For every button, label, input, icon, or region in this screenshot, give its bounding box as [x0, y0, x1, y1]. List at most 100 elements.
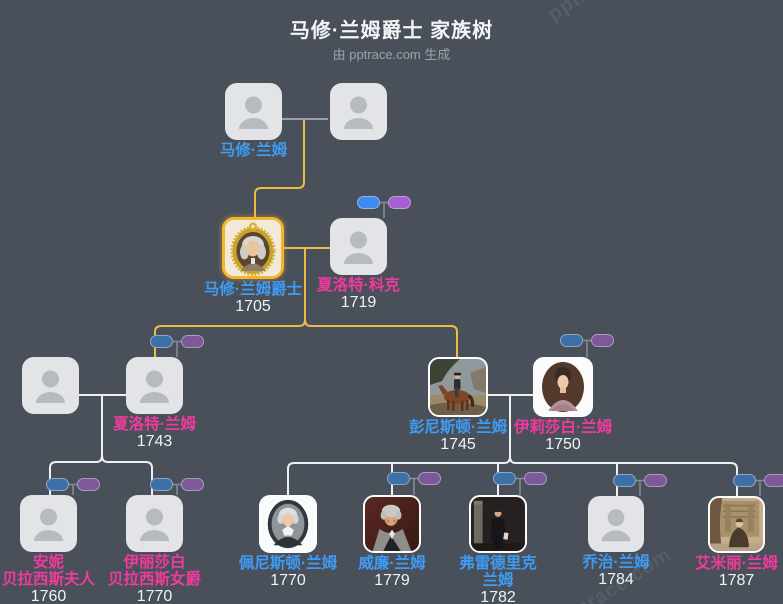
person-node-peniston-sr[interactable]: 彭尼斯顿·兰姆 1745 [409, 357, 507, 453]
descent-line-to-emily [509, 395, 738, 496]
person-silhouette-icon [140, 370, 169, 403]
portrait-sepia-photograph [710, 498, 763, 551]
person-silhouette-icon [36, 370, 65, 403]
mini-couple-toggle-male[interactable] [613, 474, 636, 487]
birth-year: 1782 [480, 589, 516, 604]
portrait-peniston-jr[interactable] [259, 495, 317, 553]
pill-stem-charlotte-coke [380, 201, 388, 218]
mini-couple-toggle-male[interactable] [150, 335, 173, 348]
person-node-peniston-jr[interactable]: 佩尼斯顿·兰姆 1770 [239, 495, 337, 589]
birth-year: 1770 [270, 572, 306, 589]
person-name: 安妮 [32, 554, 65, 571]
page-subtitle: 由 pptrace.com 生成 [332, 47, 451, 62]
avatar-placeholder[interactable] [22, 357, 79, 414]
mini-couple-toggle-male[interactable] [493, 472, 516, 485]
birth-year: 1745 [440, 436, 476, 453]
portrait-frederick[interactable] [469, 495, 527, 553]
person-title: 贝拉西斯女爵 [107, 571, 202, 588]
portrait-miniature-painting [261, 497, 315, 551]
person-name-line2: 兰姆 [482, 572, 514, 589]
person-silhouette-icon [344, 96, 373, 129]
mini-couple-toggle-female[interactable] [524, 472, 547, 485]
person-name: 威廉·兰姆 [358, 555, 426, 572]
birth-year: 1719 [340, 294, 377, 311]
person-name: 马修·兰姆 [219, 142, 288, 159]
pill-stem-charlotte-lamb [173, 340, 181, 357]
pill-stem-anne [69, 483, 77, 495]
person-name: 佩尼斯顿·兰姆 [238, 555, 338, 572]
pill-stem-frederick [516, 477, 524, 495]
mini-couple-toggle-male[interactable] [387, 472, 410, 485]
mini-couple-toggle-male[interactable] [46, 478, 69, 491]
mini-couple-toggle-female[interactable] [181, 335, 204, 348]
person-name: 夏洛特·兰姆 [113, 416, 196, 433]
mini-couple-toggle-female[interactable] [418, 472, 441, 485]
person-node-emily[interactable]: 艾米丽·兰姆 1787 [695, 496, 778, 589]
portrait-william[interactable] [363, 495, 421, 553]
descent-line-to-matthew-sr [254, 120, 305, 217]
person-name: 马修·兰姆爵士 [203, 281, 303, 298]
portrait-painting-framed [225, 220, 281, 276]
mini-couple-toggle-male[interactable] [357, 196, 380, 209]
person-name: 弗雷德里克 [459, 555, 537, 572]
mini-couple-toggle-female[interactable] [77, 478, 100, 491]
person-node-charlotte-coke[interactable]: 夏洛特·科克 1719 [317, 218, 400, 311]
portrait-peniston-sr[interactable] [428, 357, 488, 417]
birth-year: 1743 [136, 433, 173, 450]
pill-stem-elizabeth-belasyse [173, 483, 181, 495]
person-node-frederick[interactable]: 弗雷德里克 兰姆 1782 [459, 495, 537, 604]
person-name: 伊莉莎白·兰姆 [513, 419, 613, 436]
portrait-emily[interactable] [708, 496, 765, 553]
birth-year: 1705 [235, 298, 271, 315]
person-silhouette-icon [34, 508, 63, 541]
person-node-charlotte-lamb[interactable]: 夏洛特·兰姆 1743 [113, 357, 196, 450]
mini-couple-toggle-female[interactable] [644, 474, 667, 487]
avatar-placeholder[interactable] [225, 83, 282, 140]
person-name: 艾米丽·兰姆 [695, 555, 778, 572]
person-node-grandfather[interactable]: 马修·兰姆 [220, 83, 287, 159]
person-silhouette-icon [140, 508, 169, 541]
portrait-oval-painting [535, 359, 591, 415]
birth-year: 1770 [136, 588, 173, 604]
person-node-anne[interactable]: 安妮 贝拉西斯夫人 1760 [2, 495, 95, 604]
avatar-placeholder[interactable] [126, 495, 183, 552]
mini-couple-toggle-male[interactable] [733, 474, 756, 487]
avatar-placeholder[interactable] [588, 496, 644, 552]
person-silhouette-icon [344, 231, 373, 264]
avatar-placeholder[interactable] [126, 357, 183, 414]
mini-couple-toggle-male[interactable] [150, 478, 173, 491]
avatar-placeholder[interactable] [330, 83, 387, 140]
person-node-george[interactable]: 乔治·兰姆 1784 [582, 496, 650, 588]
birth-year: 1784 [598, 571, 634, 588]
portrait-bust-painting [365, 497, 419, 551]
person-title: 贝拉西斯夫人 [1, 571, 96, 588]
birth-year: 1750 [545, 436, 581, 453]
person-node-matthew-sr[interactable]: 马修·兰姆爵士 1705 [204, 217, 302, 315]
avatar-placeholder[interactable] [20, 495, 77, 552]
person-name: 乔治·兰姆 [582, 554, 650, 571]
person-node-elizabeth-lamb[interactable]: 伊莉莎白·兰姆 1750 [514, 357, 612, 453]
mini-couple-toggle-male[interactable] [560, 334, 583, 347]
person-node-william[interactable]: 威廉·兰姆 1779 [358, 495, 426, 589]
pill-stem-george [636, 479, 644, 496]
mini-couple-toggle-female[interactable] [388, 196, 411, 209]
person-node-grandmother[interactable] [330, 83, 387, 140]
mini-couple-toggle-female[interactable] [591, 334, 614, 347]
person-node-elizabeth-belasyse[interactable]: 伊丽莎白 贝拉西斯女爵 1770 [108, 495, 201, 604]
portrait-matthew-sr[interactable] [222, 217, 284, 279]
person-name: 伊丽莎白 [123, 554, 186, 571]
portrait-elizabeth-lamb[interactable] [533, 357, 593, 417]
page-title: 马修·兰姆爵士 家族树 [289, 20, 494, 42]
avatar-placeholder[interactable] [330, 218, 387, 275]
pill-stem-elizabeth-lamb [583, 339, 591, 357]
pill-stem-william [410, 477, 418, 495]
person-name: 夏洛特·科克 [317, 277, 400, 294]
pill-stem-emily [756, 479, 764, 496]
mini-couple-toggle-female[interactable] [181, 478, 204, 491]
portrait-equestrian-painting [430, 359, 486, 415]
mini-couple-toggle-female[interactable] [764, 474, 783, 487]
person-node-spouse-unknown[interactable] [22, 357, 79, 414]
birth-year: 1760 [30, 588, 67, 604]
